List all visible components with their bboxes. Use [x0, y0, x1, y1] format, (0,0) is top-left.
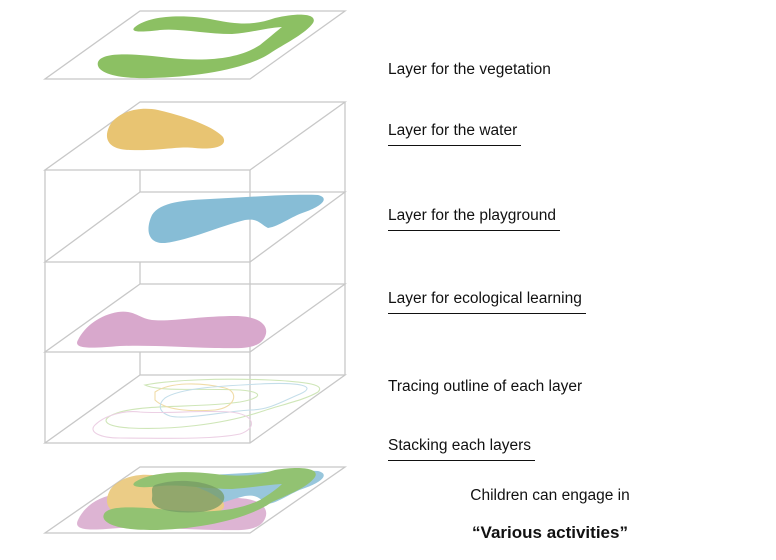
stacked-plane: [42, 466, 348, 534]
vegetation-plane: [42, 10, 348, 80]
ecological-shape: [77, 311, 267, 349]
label-playground: Layer for the playground: [388, 207, 561, 231]
label-water: Layer for the water: [388, 122, 522, 146]
label-children: Children can engage in: [470, 487, 630, 504]
label-ecological: Layer for ecological learning: [388, 290, 586, 314]
label-tracing: Tracing outline of each layer: [388, 378, 583, 395]
water-shape: [106, 108, 225, 151]
tracing-outlines: [92, 378, 321, 439]
label-vegetation: Layer for the vegetation: [388, 61, 551, 78]
label-stacking: Stacking each layers: [388, 437, 536, 461]
stacked-shapes: [77, 468, 324, 531]
label-activities: “Various activities”: [472, 523, 628, 542]
playground-shape: [148, 194, 324, 244]
vegetation-shape: [97, 14, 314, 79]
